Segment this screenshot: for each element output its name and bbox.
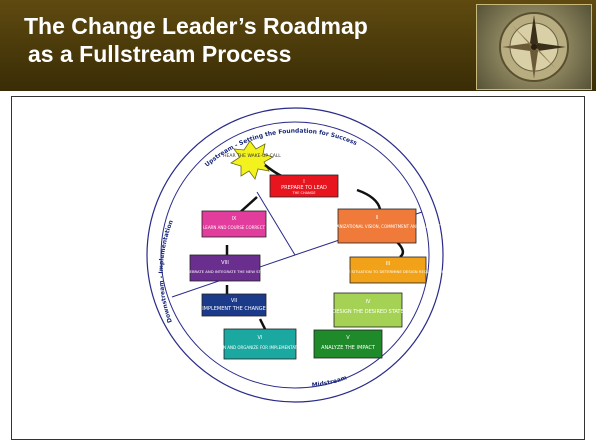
svg-text:IV: IV [366, 299, 371, 305]
slide-header: The Change Leader’s Roadmap as a Fullstr… [0, 0, 596, 91]
step-box-5: V ANALYZE THE IMPACT [313, 329, 383, 359]
svg-text:PREPARE TO LEAD: PREPARE TO LEAD [281, 185, 327, 191]
wake-up-call-starburst: HEAR THE WAKE-UP CALL [223, 140, 281, 180]
svg-text:IMPLEMENT THE CHANGE: IMPLEMENT THE CHANGE [202, 306, 266, 312]
step-box-4: IV DESIGN THE DESIRED STATE [332, 292, 404, 328]
roadmap-diagram: Upstream - Setting the Foundation for Su… [146, 107, 450, 403]
svg-text:THE CHANGE: THE CHANGE [291, 191, 315, 195]
svg-text:ANALYZE THE IMPACT: ANALYZE THE IMPACT [321, 345, 376, 351]
slide-title: The Change Leader’s Roadmap as a Fullstr… [24, 12, 368, 68]
svg-text:V: V [346, 335, 350, 341]
svg-text:PLAN AND ORGANIZE FOR IMPLEMEN: PLAN AND ORGANIZE FOR IMPLEMENTATION [216, 345, 305, 350]
wake-up-call-label: HEAR THE WAKE-UP CALL [223, 153, 281, 159]
step-box-8: VIII CELEBRATE AND INTEGRATE THE NEW STA… [182, 254, 268, 282]
svg-text:I: I [303, 179, 304, 185]
svg-text:CELEBRATE AND INTEGRATE THE NE: CELEBRATE AND INTEGRATE THE NEW STATE [182, 269, 268, 274]
band-text-top: Upstream - Setting the Foundation for Su… [204, 128, 359, 169]
title-line-1: The Change Leader’s Roadmap [24, 13, 368, 39]
outer-ring [146, 107, 444, 403]
band-text-bottom: Midstream [311, 374, 347, 389]
svg-text:III: III [386, 261, 390, 267]
title-line-2: as a Fullstream Process [28, 41, 292, 67]
compass-image [476, 4, 592, 90]
svg-text:II: II [376, 215, 379, 221]
step-box-2: II CREATE ORGANIZATIONAL VISION, COMMITM… [311, 208, 444, 244]
step-box-3: III ASSESS THE SITUATION TO DETERMINE DE… [327, 256, 450, 284]
svg-text:CREATE ORGANIZATIONAL VISION,: CREATE ORGANIZATIONAL VISION, COMMITMENT… [311, 224, 444, 229]
svg-text:ASSESS THE SITUATION TO DETERM: ASSESS THE SITUATION TO DETERMINE DESIGN… [327, 269, 450, 274]
step-box-1: I PREPARE TO LEAD THE CHANGE [269, 174, 339, 198]
spoke-1 [256, 191, 296, 256]
step-box-9: IX LEARN AND COURSE CORRECT [201, 210, 267, 238]
step-box-7: VII IMPLEMENT THE CHANGE [201, 293, 267, 317]
diagram-frame: Upstream - Setting the Foundation for Su… [11, 96, 585, 440]
svg-text:VI: VI [258, 335, 263, 341]
inner-ring [160, 121, 430, 389]
svg-text:IX: IX [232, 216, 237, 222]
svg-text:VII: VII [231, 298, 237, 304]
svg-text:VIII: VIII [221, 260, 229, 266]
svg-text:LEARN AND COURSE CORRECT: LEARN AND COURSE CORRECT [203, 225, 265, 230]
step-box-6: VI PLAN AND ORGANIZE FOR IMPLEMENTATION [216, 328, 305, 360]
svg-text:DESIGN THE DESIRED STATE: DESIGN THE DESIRED STATE [332, 309, 403, 315]
